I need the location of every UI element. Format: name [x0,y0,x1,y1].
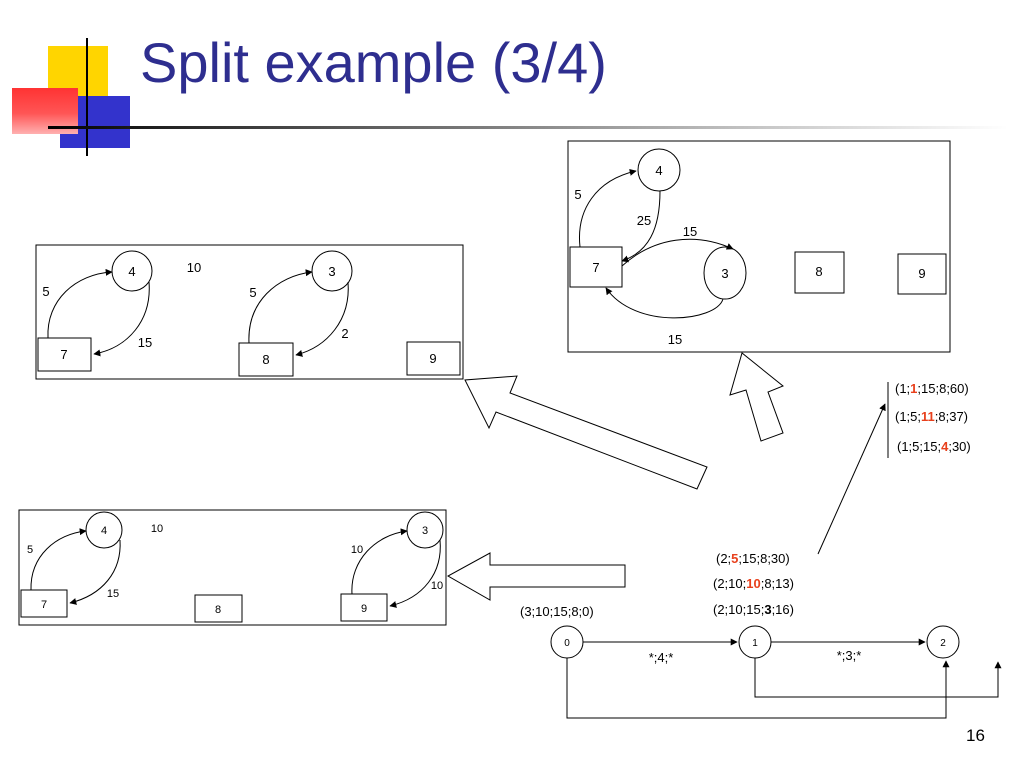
tr-edge-4-7-label: 25 [637,213,651,228]
title-underline [48,126,1008,129]
ml-edge-7-4-label: 5 [42,284,49,299]
bl-edge-4-7-label: 15 [107,588,119,600]
bl-node-9-label: 9 [361,603,367,615]
bl-node-3-label: 3 [422,525,428,537]
tr-node-3-label: 3 [721,266,728,281]
ml-node-9-label: 9 [429,351,436,366]
ml-edge-8-3-label: 5 [249,285,256,300]
diagonal-arrow [464,375,708,490]
tuple-link-arrow [817,403,886,555]
bl-edge-4-7 [69,539,121,605]
ml-edge-4-7 [93,281,150,357]
tree-node-0-label: 0 [564,638,570,649]
tr-node-9 [897,253,947,295]
bl-edge-3-9-label: 10 [431,580,443,592]
tr-edge-3-7-label: 15 [668,332,682,347]
ml-node-4-label: 4 [128,264,135,279]
tuple-top-2: (1;5;11;8;37) [895,409,968,424]
ml-node-3-label: 3 [328,264,335,279]
bl-node-4-label: 4 [101,525,107,537]
decor-vertical-line [86,38,88,156]
root-tuple: (3;10;15;8;0) [520,604,594,619]
search-tree: 0 1 2 *;4;* *;3;* [550,625,1002,719]
ml-node-7-label: 7 [60,347,67,362]
tuple-mid-1: (2;5;15;8;30) [716,551,790,566]
top-right-graph: 4 7 3 8 9 5 25 15 15 [567,140,951,353]
tree-node-1-label: 1 [752,638,758,649]
bottom-left-graph: 4 7 8 3 9 5 15 10 10 10 [18,509,447,626]
tree-loop-1 [754,658,1002,698]
bl-edge-9-3 [351,528,408,595]
tree-edge-1-2-label: *;3;* [837,648,862,663]
tree-node-2-label: 2 [940,638,946,649]
bl-node-9 [340,593,388,622]
tuple-mid-2: (2;10;10;8;13) [713,576,794,591]
bl-edge-7-4 [30,528,87,591]
ml-node-8 [238,342,294,377]
tree-edge-0-1-label: *;4;* [649,650,674,665]
ml-edge-4-7-label: 15 [138,335,152,350]
bl-free-label: 10 [151,523,163,535]
tr-edge-7-4 [579,168,637,248]
ml-edge-3-8 [295,281,349,357]
tuple-top-1: (1;1;15;8;60) [895,381,969,396]
ml-node-7 [37,337,92,372]
tr-node-8 [794,251,845,294]
bl-node-7-label: 7 [41,599,47,611]
page-number: 16 [966,726,985,745]
ml-edge-8-3 [248,269,313,344]
tuple-mid-3: (2;10;15;3;16) [713,602,794,617]
ml-node-9 [406,341,461,376]
tr-node-3 [703,246,747,300]
tree-node-2 [926,625,960,659]
ml-edge-7-4 [47,268,113,339]
left-arrow [446,552,626,601]
bl-edge-9-3-label: 10 [351,544,363,556]
tr-node-4 [637,148,681,192]
tr-edge-7-3 [621,238,734,267]
ml-node-8-label: 8 [262,352,269,367]
bl-node-7 [20,589,68,618]
tr-node-4-label: 4 [655,163,662,178]
tr-edge-7-3-label: 15 [683,224,697,239]
tr-edge-4-7 [621,190,661,263]
tree-loop-0 [566,658,950,719]
tr-node-8-label: 8 [815,264,822,279]
ml-edge-3-8-label: 2 [341,326,348,341]
tr-edge-3-7 [605,287,724,319]
ml-free-label: 10 [187,260,201,275]
tuple-top-3: (1;5;15;4;30) [897,439,971,454]
tr-node-7 [569,246,623,288]
tr-edge-7-4-label: 5 [574,187,581,202]
tr-node-7-label: 7 [592,260,599,275]
slide-title: Split example (3/4) [140,31,607,94]
upward-arrow [729,352,784,442]
bl-edge-3-9 [389,539,441,608]
bl-edge-7-4-label: 5 [27,544,33,556]
middle-left-graph: 4 7 3 8 9 5 15 10 5 2 [35,244,464,380]
tr-node-9-label: 9 [918,266,925,281]
top-right-frame [567,140,951,353]
bl-node-8-label: 8 [215,604,221,616]
bl-node-8 [194,594,243,623]
